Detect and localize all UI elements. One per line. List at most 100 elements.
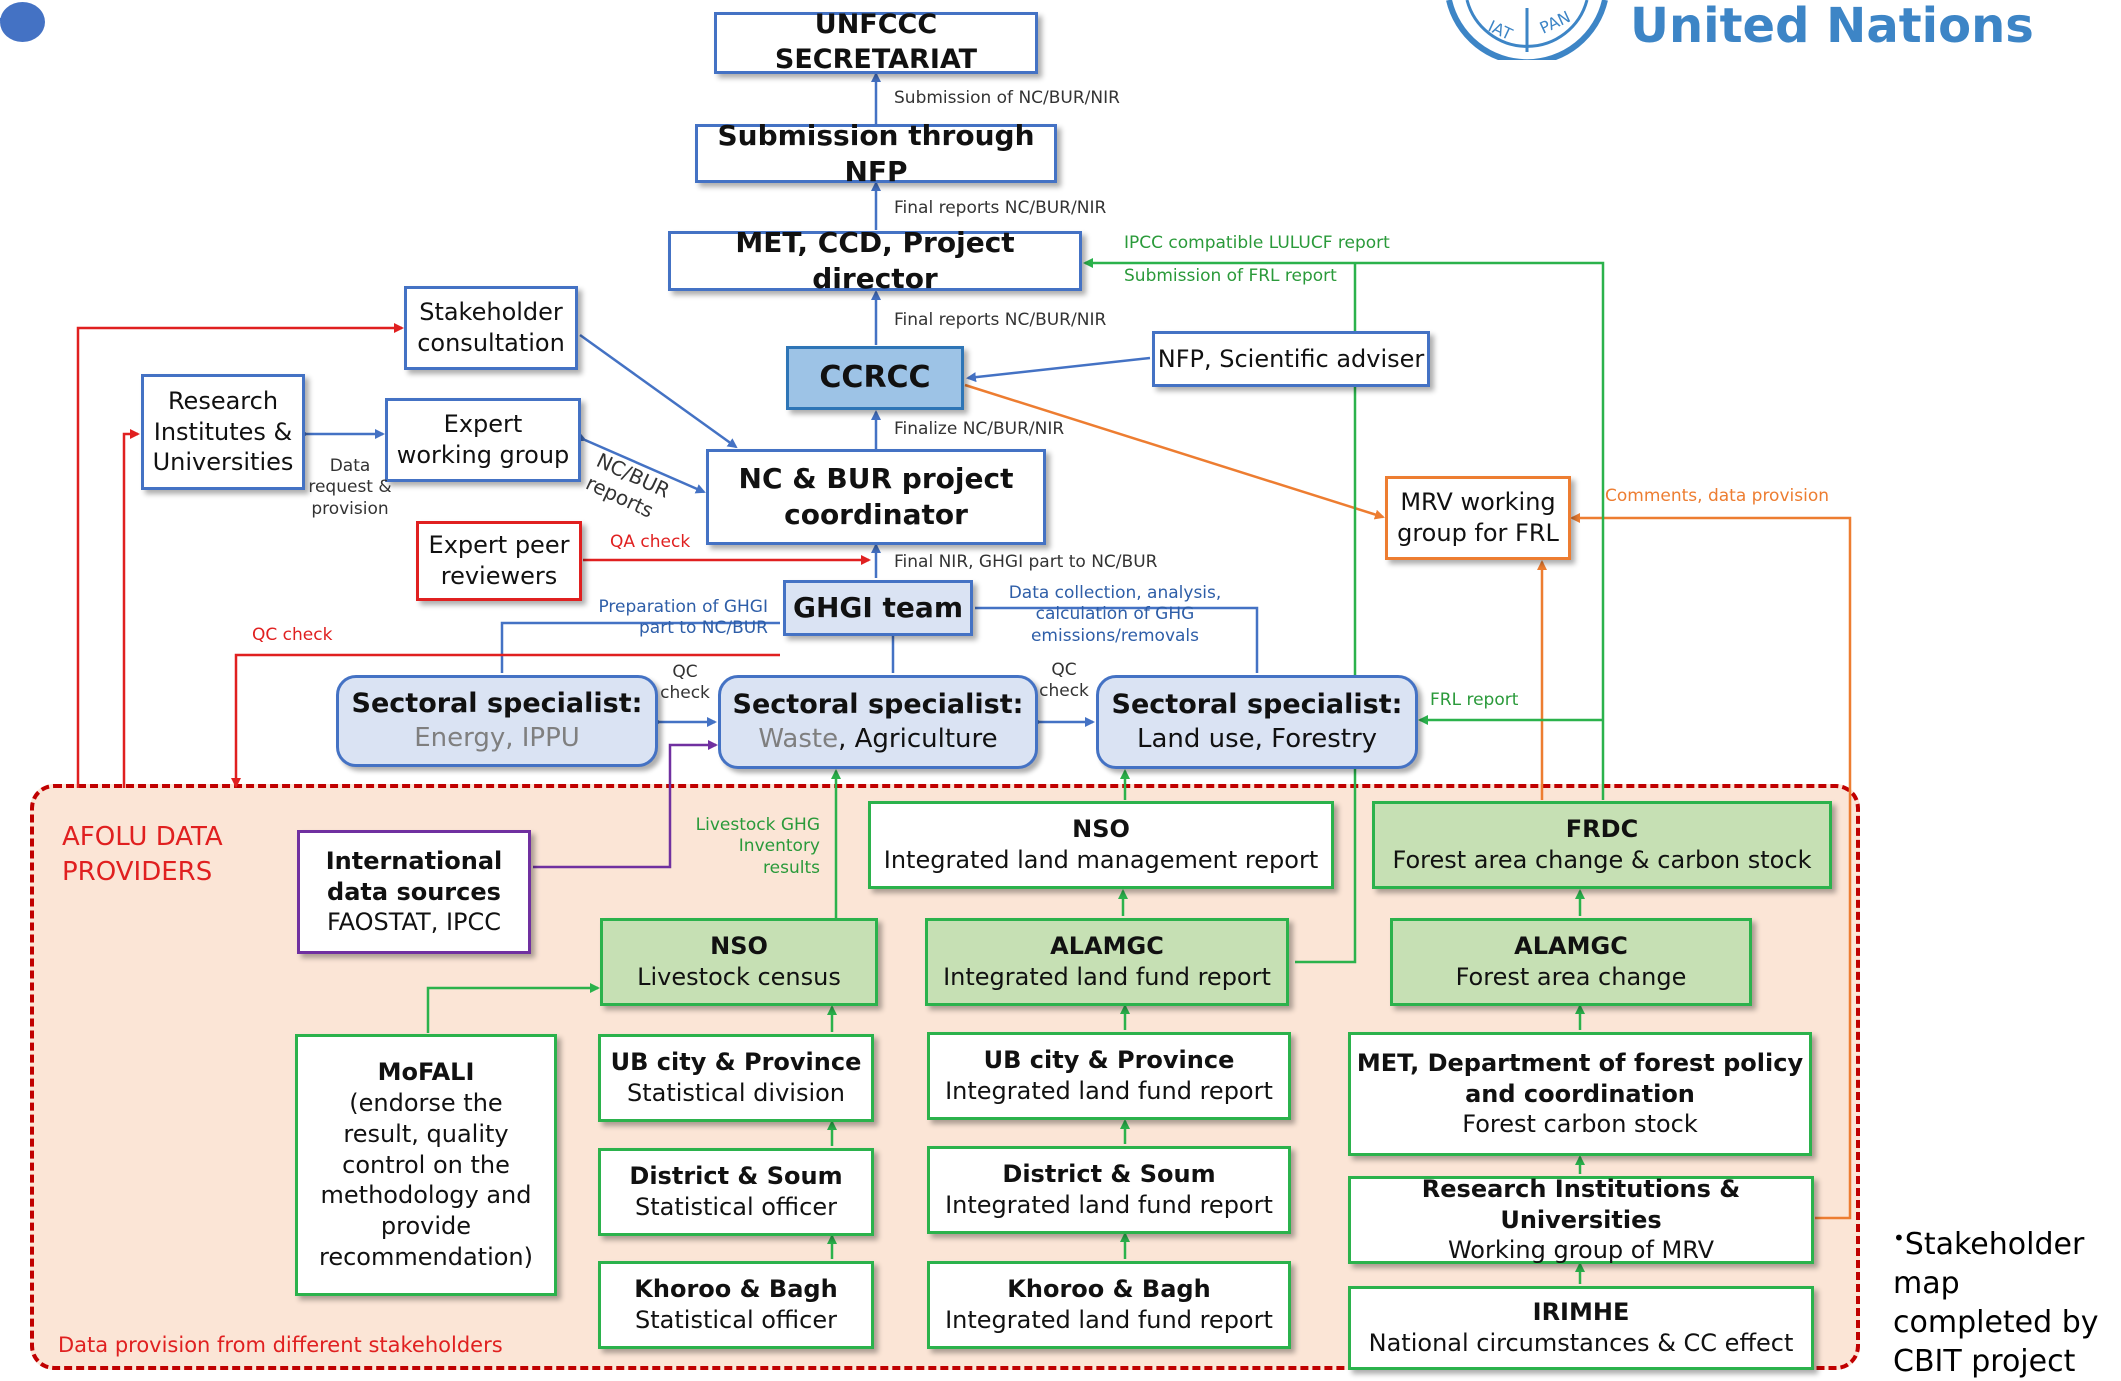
box-subtitle: Forest area change & carbon stock (1392, 846, 1812, 874)
box-subtitle-row: Waste, Agriculture (758, 723, 997, 756)
box-title: MET, Department of forest policy (1356, 1048, 1804, 1077)
box-line: FAOSTAT, IPCC (326, 908, 502, 937)
box-subtitle: National circumstances & CC effect (1368, 1329, 1794, 1357)
expert-working-group-box: Expert working group (385, 398, 581, 482)
box-line: Institutes & (153, 417, 293, 446)
edge-frl-submission (1295, 263, 1357, 964)
ub-land-fund-box: UB city & Province Integrated land fund … (927, 1032, 1291, 1120)
afolu-region-footer: Data provision from different stakeholde… (58, 1333, 503, 1357)
box-line: consultation (417, 329, 565, 357)
edge-label-data-request: Data request & provision (308, 456, 392, 519)
box-line: provide (380, 1212, 472, 1241)
edge-research-to-mrv (1570, 513, 1852, 1220)
frdc-box: FRDC Forest area change & carbon stock (1372, 801, 1832, 889)
box-title: NSO (710, 932, 768, 961)
ccrcc-box: CCRCC (786, 346, 964, 410)
edge-stakeholder-to-nc (579, 333, 738, 449)
box-subtitle: Statistical division (626, 1079, 846, 1107)
edge-label-final-reports-1: Final reports NC/BUR/NIR (894, 198, 1107, 218)
box-title: Khoroo & Bagh (1007, 1275, 1211, 1304)
box-title: UB city & Province (983, 1046, 1235, 1075)
box-line: (endorse the (349, 1089, 503, 1118)
box-line: methodology and (320, 1181, 532, 1210)
corner-handle-line (0, 18, 18, 21)
edge-label-frl-report: FRL report (1430, 690, 1519, 710)
box-line: Expert peer (428, 531, 570, 560)
box-title: and coordination (1465, 1079, 1695, 1108)
box-title: MoFALI (377, 1058, 475, 1087)
box-line: International (325, 846, 503, 875)
box-title: District & Soum (629, 1162, 843, 1191)
box-line: Universities (152, 448, 294, 477)
edge-ghgi-to-energy (500, 621, 780, 673)
box-line: Research (167, 386, 279, 415)
edge-label-submission: Submission of NC/BUR/NIR (894, 88, 1120, 108)
box-line: coordinator (784, 498, 968, 531)
box-line: group for FRL (1397, 519, 1559, 547)
research-mrv-box: Research Institutions & Universities Wor… (1348, 1174, 1814, 1265)
edge-adviser-to-ccrcc (966, 356, 1151, 383)
edge-label-qa-check: QA check (610, 532, 691, 552)
met-forest-policy-box: MET, Department of forest policy and coo… (1348, 1032, 1812, 1156)
alamgc-land-fund-box: ALAMGC Integrated land fund report (925, 918, 1289, 1006)
research-institutes-box: Research Institutes & Universities (141, 374, 305, 490)
edge-label-preparation: Preparation of GHGI part to NC/BUR (598, 597, 768, 639)
mofali-box: MoFALI (endorse the result, quality cont… (295, 1034, 557, 1296)
edge-label-final-nir: Final NIR, GHGI part to NC/BUR (894, 552, 1158, 572)
box-line: Expert (443, 410, 523, 439)
box-subtitle: Land use, Forestry (1136, 723, 1378, 754)
stakeholder-map-note: •Stakeholder map completed by CBIT proje… (1893, 1225, 2118, 1381)
box-title: Submission through NFP (717, 118, 1035, 188)
box-subtitle: Statistical officer (635, 1306, 837, 1334)
box-line: control on the (342, 1150, 510, 1179)
international-data-box: International data sources FAOSTAT, IPCC (297, 830, 531, 954)
box-line: result, quality (343, 1119, 509, 1148)
box-line: recommendation) (319, 1242, 533, 1271)
edge-label-data-collection: Data collection, analysis, calculation o… (1008, 583, 1222, 646)
organization-name: United Nations (1630, 0, 2034, 54)
box-title: Research Institutions & Universities (1421, 1174, 1741, 1234)
box-line: working group (396, 441, 570, 469)
box-title: District & Soum (1002, 1160, 1216, 1189)
edge-label-qc-check-2: QC check (1039, 660, 1089, 702)
box-title: ALAMGC (1050, 932, 1164, 961)
box-subtitle: Working group of MRV (1447, 1236, 1715, 1265)
box-title: FRDC (1565, 815, 1639, 844)
note-text: Stakeholder map completed by CBIT projec… (1893, 1227, 2099, 1379)
box-title: Sectoral specialist: (732, 689, 1024, 721)
nso-livestock-box: NSO Livestock census (600, 918, 878, 1006)
box-subtitle: Forest area change (1455, 963, 1687, 991)
edge-label-qc-check-left: QC check (252, 625, 333, 645)
box-line: Stakeholder (419, 298, 563, 327)
district-land-fund-box: District & Soum Integrated land fund rep… (927, 1146, 1291, 1234)
svg-text:IAT: IAT (1485, 16, 1515, 44)
edge-qc-check (231, 653, 780, 788)
box-title: Khoroo & Bagh (634, 1275, 838, 1304)
nc-bur-coordinator-box: NC & BUR project coordinator (706, 449, 1046, 545)
box-line: reviewers (440, 562, 558, 590)
box-title: GHGI team (792, 591, 963, 625)
box-subtitle: Statistical officer (635, 1193, 837, 1221)
irimhe-box: IRIMHE National circumstances & CC effec… (1348, 1286, 1814, 1370)
box-subtitle: Livestock census (637, 963, 841, 991)
edge-label-frl-submission: Submission of FRL report (1124, 266, 1337, 286)
box-title: Sectoral specialist: (351, 688, 643, 720)
edge-label-qc-check-1: QC check (660, 662, 710, 704)
khoroo-land-fund-box: Khoroo & Bagh Integrated land fund repor… (927, 1261, 1291, 1349)
alamgc-forest-box: ALAMGC Forest area change (1390, 918, 1752, 1006)
edge-label-comments: Comments, data provision (1605, 486, 1829, 506)
edge-ghgi-to-land (975, 606, 1259, 673)
box-title: CCRCC (819, 359, 931, 395)
edge-label-final-reports-2: Final reports NC/BUR/NIR (894, 310, 1107, 330)
bullet-icon: • (1893, 1226, 1905, 1250)
stakeholder-consultation-box: Stakeholder consultation (404, 286, 578, 370)
box-subtitle: Forest carbon stock (1462, 1110, 1698, 1139)
box-subtitle: Integrated land management report (883, 846, 1319, 874)
corner-handle (0, 2, 45, 42)
box-title: UNFCCC SECRETARIAT (774, 9, 978, 75)
district-statistical-box: District & Soum Statistical officer (598, 1148, 874, 1236)
box-title: Sectoral specialist: (1111, 689, 1403, 721)
khoroo-statistical-box: Khoroo & Bagh Statistical officer (598, 1261, 874, 1349)
box-subtitle-waste: Waste (758, 723, 839, 754)
